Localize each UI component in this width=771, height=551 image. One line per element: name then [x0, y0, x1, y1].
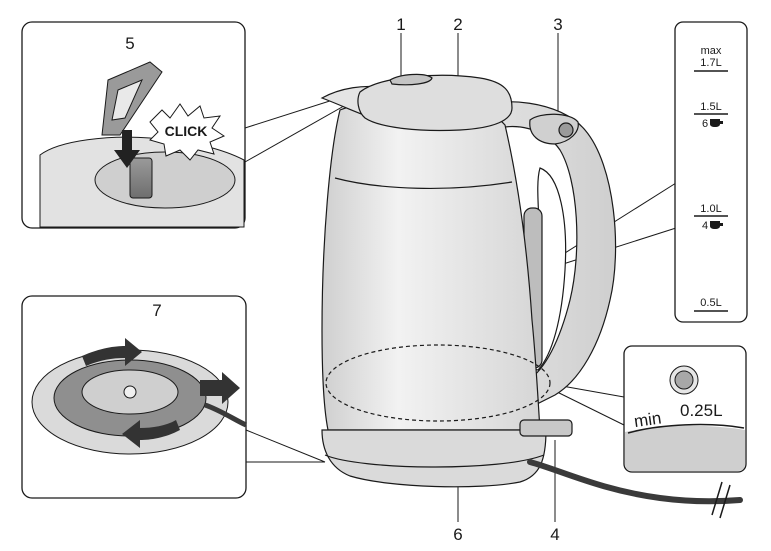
- center-pin: [123, 385, 137, 399]
- down-arrow: [114, 130, 140, 168]
- water-scale-panel: max 1.7L 1.5L 6 1.0L 4 0.5L: [674, 21, 748, 323]
- callout-5: 5: [125, 34, 134, 53]
- base-cord: [204, 402, 248, 428]
- min-mark-line: [627, 423, 745, 434]
- callout-numbers: 1 2 3 4 6: [396, 15, 562, 544]
- cord-holder: [519, 419, 573, 437]
- rotate-arrow-bottom: [122, 420, 180, 448]
- scale-mid-volume: 1.0L: [700, 203, 721, 215]
- rotate-arrow-top: [82, 338, 142, 366]
- min-word: min: [633, 409, 663, 432]
- cord-break-mark: [711, 481, 731, 519]
- lid-detail-panel: CLICK 5: [21, 21, 246, 229]
- cup-icon-high: [710, 119, 723, 127]
- scale-high-cups: 6: [702, 118, 708, 130]
- callout-6: 6: [453, 525, 462, 544]
- kettle-handle: [468, 101, 617, 406]
- scale-max-volume: 1.7L: [700, 57, 721, 69]
- click-starburst: [149, 103, 226, 161]
- min-volume: 0.25L: [680, 401, 723, 420]
- min-level-water: [625, 425, 745, 471]
- kettle-base: [321, 429, 547, 488]
- water-scale-frame: [674, 21, 748, 323]
- callout-4: 4: [550, 525, 559, 544]
- cup-icon-mid: [710, 221, 723, 229]
- indicator-light-inner: [674, 370, 694, 390]
- callout-3: 3: [553, 15, 562, 34]
- filter-slot: [129, 157, 153, 199]
- click-label: CLICK: [165, 123, 208, 139]
- cord-direction-arrow: [200, 372, 240, 404]
- scale-mid-cups: 4: [702, 220, 708, 232]
- callout-2: 2: [453, 15, 462, 34]
- filter-opening: [111, 79, 143, 121]
- kettle-lid: [357, 74, 513, 132]
- callout-1: 1: [396, 15, 405, 34]
- min-water-line: [325, 344, 551, 422]
- zoom-line-base-top: [245, 429, 326, 463]
- lid-release-button: [389, 73, 433, 86]
- body-upper-band: [334, 177, 513, 190]
- callout-7: 7: [152, 301, 161, 320]
- base-detail-panel: 7: [21, 295, 248, 499]
- power-cord: [527, 459, 743, 505]
- kettle: [320, 73, 743, 519]
- min-level-panel: min 0.25L: [623, 345, 747, 473]
- lid-detail-opening: [94, 151, 236, 209]
- scale-max-word: max: [701, 45, 722, 57]
- kettle-body: [321, 99, 541, 431]
- zoom-line-lid-bottom: [244, 97, 359, 163]
- base-rim: [324, 454, 545, 468]
- scale-high-volume: 1.5L: [700, 101, 721, 113]
- scale-low-volume: 0.5L: [700, 297, 721, 309]
- power-indicator: [558, 122, 574, 138]
